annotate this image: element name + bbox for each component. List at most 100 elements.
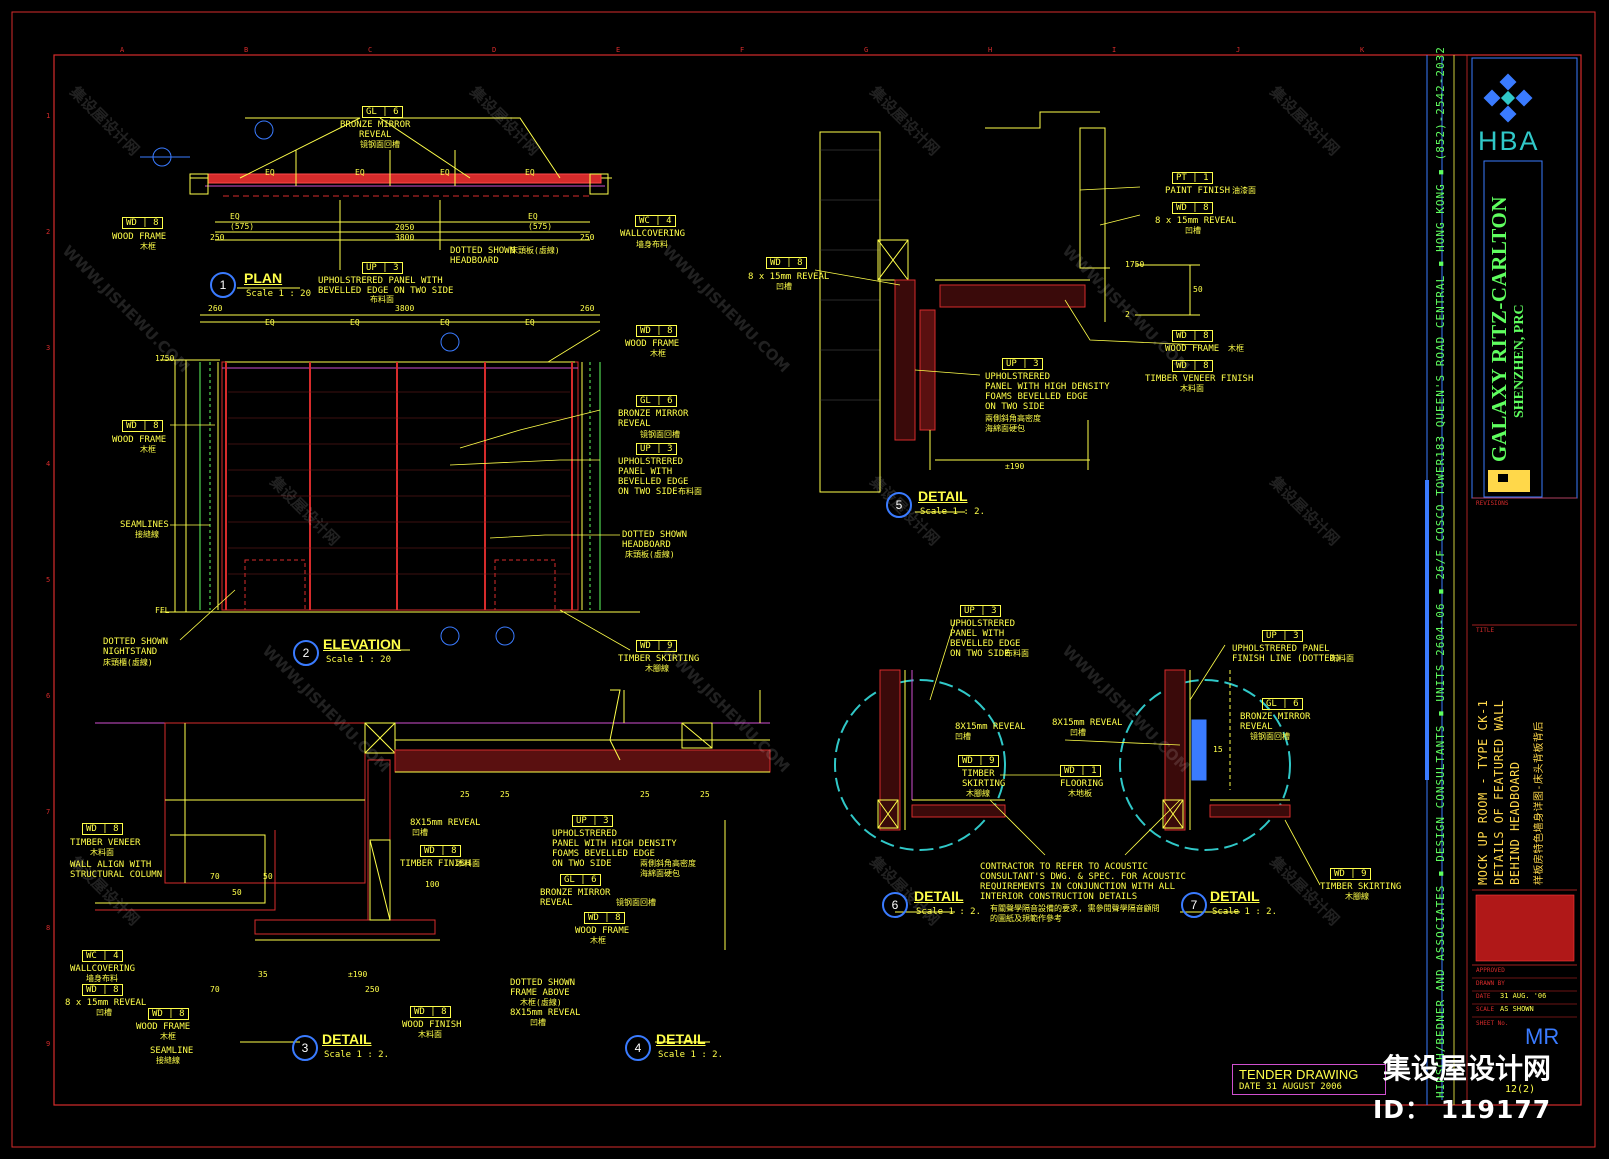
grid-col-d: D <box>492 46 497 54</box>
level-1750: 1750 <box>1125 260 1145 269</box>
level-ffl: FFL <box>155 606 170 615</box>
dim-70: 70 <box>210 985 220 994</box>
note-contractor-cn: 有關聲學隔音設備的要求, 需參閱聲學隔音顧問 的圖紙及規範作參考 <box>990 904 1160 923</box>
note-bronze-cn: 镜钢面回槽 <box>360 140 400 149</box>
tag-wd8-d4: WD | 8 <box>420 845 461 857</box>
tag-wd1: WD | 1 <box>1060 765 1101 777</box>
dim-2: 2 <box>1125 310 1130 319</box>
view-title-detail-6: DETAIL <box>914 888 964 904</box>
note-bronze-mirror-reveal: BRONZE MIRROR REVEAL <box>618 409 689 429</box>
note-wood-frame: WOOD FRAME <box>112 232 167 242</box>
note-seamline: SEAMLINE <box>150 1046 194 1056</box>
dim-25: 25 <box>700 790 710 799</box>
note-wood-frame-cn: 木框 <box>140 242 156 251</box>
dim-50: 50 <box>263 872 273 881</box>
dim-250: 250 <box>580 233 595 242</box>
note-timber-veneer-cn: 木料面 <box>1180 384 1204 393</box>
tag-wd8-elev-left: WD | 8 <box>122 420 163 432</box>
firm-project-line: HIRSCH/BEDNER AND ASSOCIATES ▪ DESIGN CO… <box>1434 46 1447 1098</box>
dim-eq: EQ <box>525 168 535 177</box>
view-number-3: 3 <box>292 1035 318 1061</box>
grid-row-6: 6 <box>46 692 51 700</box>
dim-190: ±190 <box>1005 462 1025 471</box>
drawn-by-label: DRAWN BY <box>1476 980 1505 987</box>
grid-col-j: J <box>1236 46 1241 54</box>
tag-wd8-d4-c: WD | 8 <box>410 1006 451 1018</box>
tag-wd8-d5-a: WD | 8 <box>1172 202 1213 214</box>
tag-wd8-d5-d: WD | 8 <box>1172 360 1213 372</box>
firm-logo-text: HBA <box>1478 126 1540 156</box>
view-scale-elevation: Scale 1 : 20 <box>326 655 392 665</box>
tag-up3-d7: UP | 3 <box>1262 630 1303 642</box>
lion-emblem-icon <box>1488 470 1530 492</box>
dim-260: 260 <box>580 304 595 313</box>
view-number-4: 4 <box>625 1035 651 1061</box>
note-wood-frame: WOOD FRAME <box>136 1022 191 1032</box>
view-number-5: 5 <box>886 492 912 518</box>
grid-col-f: F <box>740 46 745 54</box>
note-upholstered-cn: 布料面 <box>370 295 394 304</box>
tag-gl6-elev: GL | 6 <box>636 395 677 407</box>
note-timber-veneer-cn: 木料面 <box>418 1030 442 1039</box>
hba-logo-icon <box>1488 80 1528 116</box>
note-flooring: FLOORING <box>1060 779 1104 789</box>
view-scale-detail-3: Scale 1 : 2. <box>324 1050 390 1060</box>
note-seamlines-cn: 接縫線 <box>156 1056 180 1065</box>
note-bronze-mirror-reveal: BRONZE MIRROR REVEAL <box>340 120 411 140</box>
grid-col-e: E <box>616 46 621 54</box>
note-timber-skirting: TIMBER SKIRTING <box>618 654 700 664</box>
view-title-detail-5: DETAIL <box>918 488 968 504</box>
grid-row-7: 7 <box>46 808 51 816</box>
note-upholstered-cn: 布料面 <box>1330 654 1354 663</box>
note-timber-finish: TIMBER FINISH <box>400 859 471 869</box>
tag-wd8-d4-b: WD | 8 <box>584 912 625 924</box>
tag-wd9-elev: WD | 9 <box>636 640 677 652</box>
dim-eq-575: EQ (575) <box>230 212 255 231</box>
note-reveal-cn: 凹槽 <box>955 732 971 741</box>
dim-eq: EQ <box>350 318 360 327</box>
grid-row-1: 1 <box>46 112 51 120</box>
view-title-detail-3: DETAIL <box>322 1031 372 1047</box>
view-title-detail-7: DETAIL <box>1210 888 1260 904</box>
note-seamlines-cn: 接縫線 <box>135 530 159 539</box>
hotel-name: GALAXY RITZ-CARLTON <box>1487 195 1511 462</box>
drawing-title-line-1: MOCK UP ROOM - TYPE CK-1 <box>1476 699 1490 885</box>
tag-gl6-d7: GL | 6 <box>1262 698 1303 710</box>
dim-3800: 3800 <box>395 304 415 313</box>
note-wood-frame: WOOD FRAME <box>625 339 680 349</box>
tag-pt1: PT | 1 <box>1172 172 1213 184</box>
note-bronze-mirror-d4: BRONZE MIRROR REVEAL <box>540 888 611 908</box>
drawing-title-line-3: BEHIND HEADBOARD <box>1508 761 1522 885</box>
tag-wd9-d7: WD | 9 <box>1330 868 1371 880</box>
dim-eq: EQ <box>440 168 450 177</box>
dim-eq: EQ <box>355 168 365 177</box>
dim-eq: EQ <box>525 318 535 327</box>
approved-label: APPROVED <box>1476 967 1505 974</box>
tag-wd9-d6: WD | 9 <box>958 755 999 767</box>
note-reveal: 8 x 15mm REVEAL <box>748 272 830 282</box>
note-timber-skirting-cn: 木腳線 <box>1345 892 1369 901</box>
level-1750: 1750 <box>155 354 175 363</box>
note-wallcovering-cn: 墙身布料 <box>636 240 668 249</box>
tag-wc4-d3: WC | 4 <box>82 950 123 962</box>
drawing-title-line-2: DETAILS OF FEATURED WALL <box>1492 699 1506 885</box>
tag-wd8-plan: WD | 8 <box>122 217 163 229</box>
note-wallcovering: WALLCOVERING <box>620 229 686 239</box>
note-wood-frame-cn: 木框 <box>590 936 606 945</box>
dim-50: 50 <box>232 888 242 897</box>
tag-wd8-d3-c: WD | 8 <box>148 1008 189 1020</box>
note-wood-frame-cn: 木框 <box>140 445 156 454</box>
note-timber-skirting: TIMBER SKIRTING <box>1320 882 1402 892</box>
dim-eq: EQ <box>265 318 275 327</box>
grid-col-k: K <box>1360 46 1365 54</box>
tag-up3-d6: UP | 3 <box>960 605 1001 617</box>
note-reveal-cn: 凹槽 <box>412 828 428 837</box>
tender-drawing-stamp: TENDER DRAWING DATE 31 AUGUST 2006 <box>1232 1064 1386 1095</box>
dim-25: 25 <box>640 790 650 799</box>
view-number-7: 7 <box>1181 892 1207 918</box>
note-wood-frame-cn: 木框 <box>160 1032 176 1041</box>
note-wallcovering-cn: 墙身布料 <box>86 974 118 983</box>
note-upholstered-d6: UPHOLSTRERED PANEL WITH BEVELLED EDGE ON… <box>950 619 1021 659</box>
